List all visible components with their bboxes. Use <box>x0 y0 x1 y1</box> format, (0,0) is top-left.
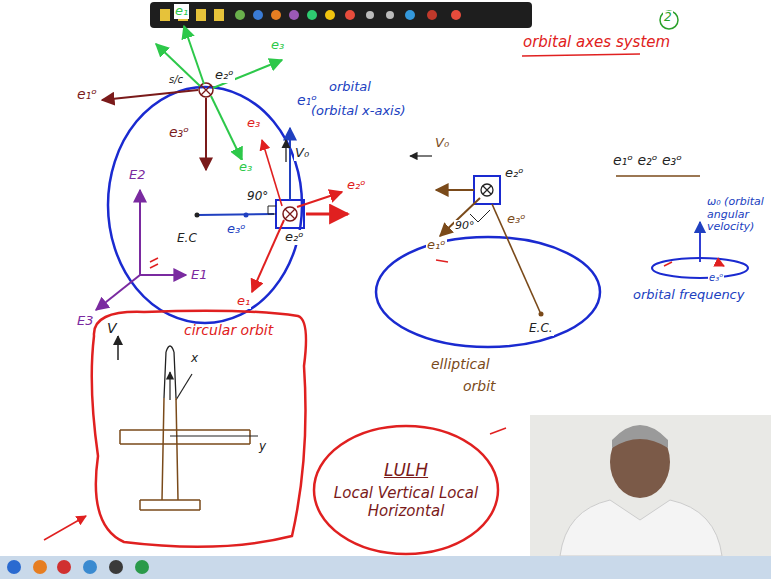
sketch-label: e₁ᵒ e₂ᵒ e₃ᵒ <box>612 152 683 168</box>
sketch-label: V₀ <box>294 146 310 161</box>
node-title: LULH <box>331 460 481 480</box>
sketch-label: e₃ᵒ <box>168 124 190 140</box>
sketch-label: e₂ᵒ <box>284 230 305 245</box>
sketch-label: orbital <box>328 80 372 95</box>
sketch-label: orbital frequency <box>632 288 745 303</box>
callout-circle: LULHLocal Vertical Local Horizontal <box>312 424 500 556</box>
sketch-label: e₂ᵒ <box>346 178 367 193</box>
node-text-group: LULHLocal Vertical Local Horizontal <box>331 424 481 520</box>
sketch-label: e₃ <box>246 116 261 131</box>
sketch-label: 2 <box>663 11 673 25</box>
node-shape <box>314 426 498 554</box>
sketch-label: e₁ᵒ <box>426 238 447 253</box>
node-body: Local Vertical Local Horizontal <box>331 480 481 520</box>
sketch-label: E3 <box>76 314 95 329</box>
sketch-label: E.C <box>176 232 198 246</box>
sketch-label: e₂ᵒ <box>214 68 235 83</box>
sketch-label: (orbital x-axis) <box>310 104 407 119</box>
sketch-label: e₃ <box>270 38 285 53</box>
sketch-label: e₃ᵒ <box>708 272 724 284</box>
sketch-label: orbit <box>462 378 497 394</box>
sketch-label: E.C. <box>528 322 554 336</box>
sketch-label: ω₀ (orbital angular velocity) <box>706 196 770 234</box>
sketch-label: V <box>106 320 118 336</box>
sketch-label: e₁ <box>236 294 251 309</box>
node-text-group: circular orbit <box>84 306 312 338</box>
board-heading: orbital axes system <box>522 34 671 51</box>
sketch-label: V₀ <box>434 136 450 151</box>
sketch-label: e₂ᵒ <box>504 166 525 181</box>
sketch-label: E2 <box>128 168 147 183</box>
callout-region: circular orbit <box>84 306 312 556</box>
node-title: circular orbit <box>84 306 312 338</box>
sketch-label: e₁ <box>174 4 189 19</box>
sketch-label: e₁ᵒ <box>76 86 98 102</box>
sketch-label: y <box>258 440 267 454</box>
node-shape <box>92 311 306 547</box>
sketch-label: e₃ᵒ <box>506 212 527 227</box>
sketch-label: s/c <box>168 74 184 86</box>
sketch-label: e₃ <box>238 160 253 175</box>
sketch-label: E1 <box>190 268 209 283</box>
sketch-label: e₃ᵒ <box>226 222 247 237</box>
sketch-label: 90° <box>454 220 476 233</box>
sketch-label: x <box>190 352 199 366</box>
sketch-label: 90° <box>246 190 269 204</box>
node-outline <box>84 306 312 556</box>
sketch-label: elliptical <box>430 356 491 372</box>
